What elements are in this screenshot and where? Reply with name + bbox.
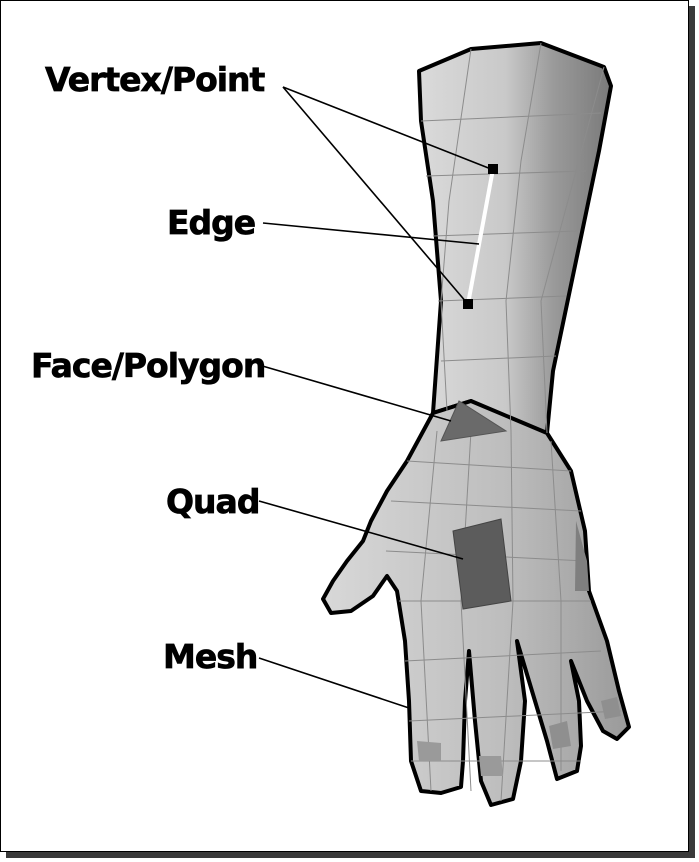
leader-vertex-bottom bbox=[282, 86, 468, 304]
arm-mesh bbox=[321, 41, 631, 807]
edge-highlight bbox=[466, 168, 495, 305]
label-quad: Quad bbox=[166, 482, 259, 521]
leader-mesh bbox=[258, 657, 410, 709]
figure-frame: Vertex/Point Edge Face/Polygon Quad Mesh bbox=[0, 0, 689, 852]
leader-lines bbox=[258, 86, 492, 709]
leader-vertex-top bbox=[282, 86, 492, 170]
leader-quad bbox=[258, 500, 464, 560]
finger-facets bbox=[417, 521, 621, 776]
label-face-polygon: Face/Polygon bbox=[31, 346, 265, 385]
label-mesh: Mesh bbox=[163, 637, 257, 676]
arm-mesh-diagram: Vertex/Point Edge Face/Polygon Quad Mesh bbox=[31, 41, 631, 807]
leader-face bbox=[258, 364, 452, 422]
leader-edge bbox=[262, 222, 480, 245]
quad-highlight bbox=[452, 518, 512, 610]
label-edge: Edge bbox=[167, 203, 255, 242]
forearm-shape bbox=[417, 41, 613, 435]
vertex-bottom bbox=[463, 299, 473, 309]
vertex-top bbox=[488, 164, 498, 174]
label-vertex-point: Vertex/Point bbox=[45, 60, 266, 99]
